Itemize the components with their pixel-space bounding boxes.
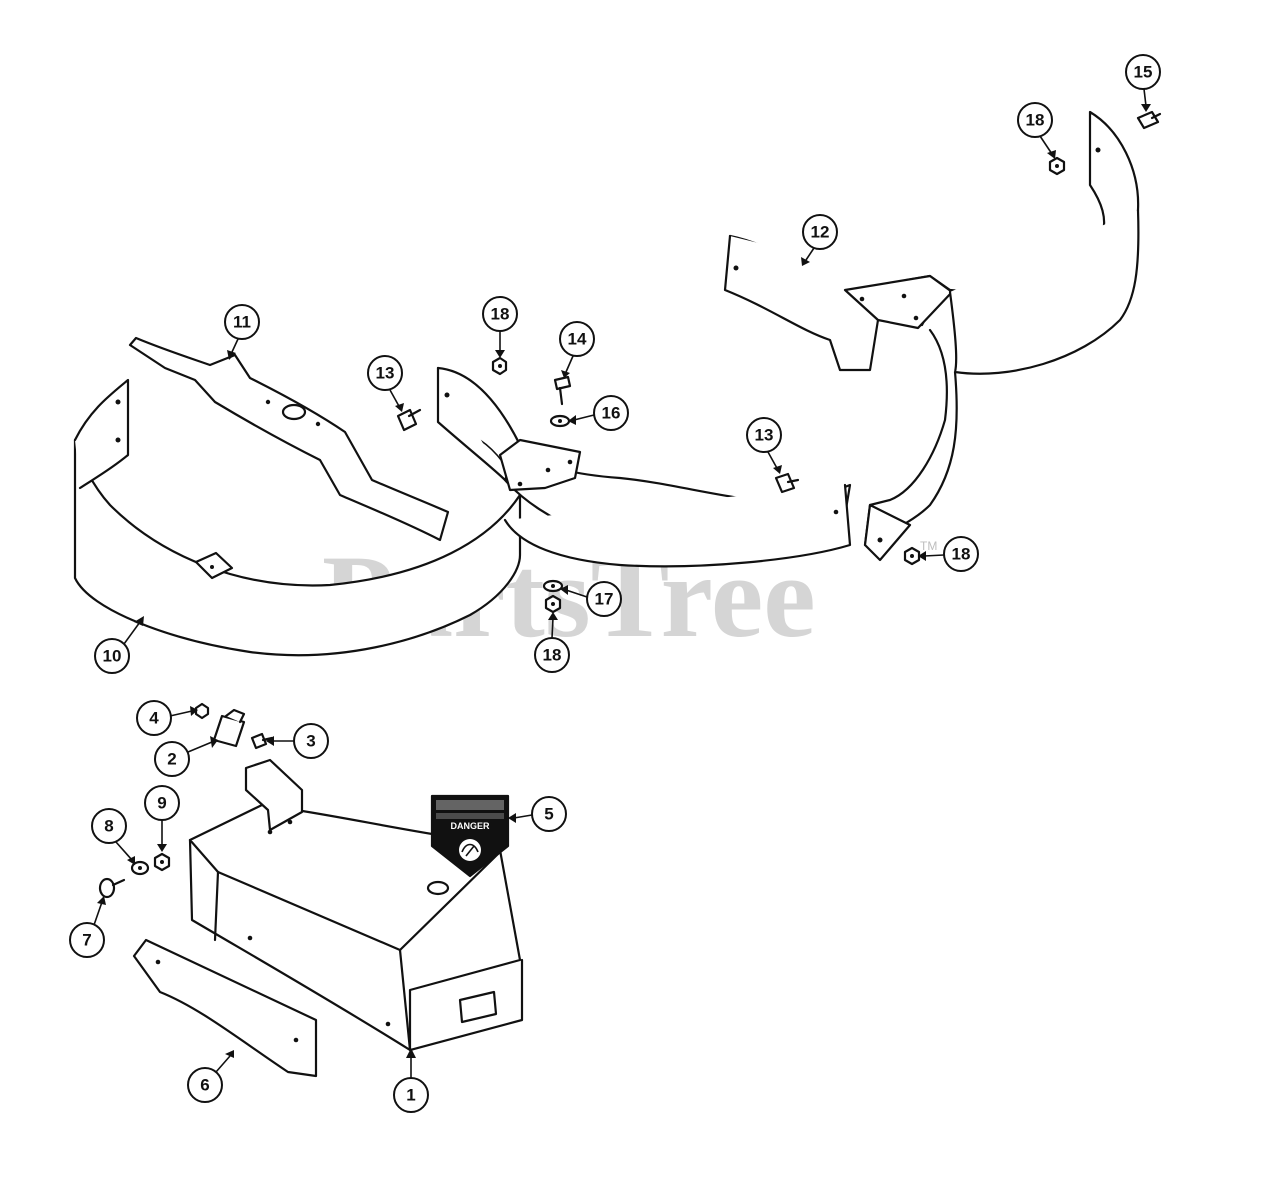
callout-8[interactable]: 8 — [91, 808, 135, 865]
callout-17[interactable]: 17 — [560, 581, 622, 617]
callout-7[interactable]: 7 — [69, 896, 106, 958]
nut-9[interactable] — [153, 852, 171, 872]
washer-16[interactable] — [549, 414, 571, 428]
callout-5[interactable]: 5 — [508, 796, 567, 832]
part-5-danger-decal[interactable]: DANGER — [430, 794, 510, 878]
callout-18-bottom[interactable]: 18 — [534, 612, 570, 673]
nut-4[interactable] — [194, 702, 210, 720]
svg-text:18: 18 — [491, 305, 510, 324]
callout-1[interactable]: 1 — [393, 1048, 429, 1113]
bolt-13-right[interactable] — [774, 472, 800, 494]
washer-17[interactable] — [542, 579, 564, 593]
nut-18-right[interactable] — [903, 546, 921, 566]
svg-text:16: 16 — [602, 404, 621, 423]
nut-18-top[interactable] — [491, 356, 508, 376]
bracket-2[interactable] — [212, 708, 246, 748]
callout-13-left[interactable]: 13 — [367, 355, 404, 412]
callout-15[interactable]: 15 — [1125, 54, 1161, 112]
svg-text:18: 18 — [543, 646, 562, 665]
bolt-15[interactable] — [1136, 110, 1162, 130]
svg-text:18: 18 — [1026, 111, 1045, 130]
svg-text:14: 14 — [568, 330, 587, 349]
callout-3[interactable]: 3 — [266, 723, 329, 759]
callout-11[interactable]: 11 — [224, 304, 260, 360]
bolt-3[interactable] — [250, 732, 274, 750]
callout-14[interactable]: 14 — [559, 321, 595, 378]
callout-6[interactable]: 6 — [187, 1050, 234, 1103]
bolt-14[interactable] — [553, 375, 572, 406]
part-1-chute-housing[interactable] — [188, 758, 524, 1052]
svg-text:13: 13 — [376, 364, 395, 383]
nut-18-bottom[interactable] — [544, 594, 562, 614]
bolt-7[interactable] — [98, 877, 126, 899]
svg-text:10: 10 — [103, 647, 122, 666]
svg-text:8: 8 — [104, 817, 113, 836]
callout-13-right[interactable]: 13 — [746, 417, 782, 474]
callout-9[interactable]: 9 — [144, 785, 180, 852]
callout-12[interactable]: 12 — [801, 214, 838, 266]
decal-signal-word: DANGER — [450, 821, 490, 831]
callout-16[interactable]: 16 — [568, 395, 629, 431]
svg-text:11: 11 — [233, 313, 251, 332]
svg-text:1: 1 — [406, 1086, 415, 1105]
svg-text:6: 6 — [200, 1076, 209, 1095]
callout-4[interactable]: 4 — [136, 700, 198, 736]
svg-text:18: 18 — [952, 545, 971, 564]
callouts: 1 2 3 4 5 — [69, 54, 1161, 1113]
svg-text:15: 15 — [1134, 63, 1153, 82]
part-12-right-baffle[interactable] — [723, 110, 1140, 562]
svg-text:5: 5 — [544, 805, 553, 824]
washer-8[interactable] — [130, 860, 150, 876]
svg-text:12: 12 — [811, 223, 830, 242]
part-11-blade[interactable] — [128, 336, 450, 542]
svg-text:17: 17 — [595, 590, 614, 609]
svg-text:13: 13 — [755, 426, 774, 445]
part-6-side-plate[interactable] — [132, 938, 318, 1078]
part-10-left-baffle[interactable] — [73, 378, 522, 657]
nut-18-top-right[interactable] — [1048, 156, 1066, 176]
svg-text:2: 2 — [167, 750, 176, 769]
svg-text:4: 4 — [149, 709, 159, 728]
middle-baffle[interactable] — [436, 366, 852, 568]
callout-18-top[interactable]: 18 — [482, 296, 518, 358]
svg-text:7: 7 — [82, 931, 91, 950]
svg-text:3: 3 — [306, 732, 315, 751]
bolt-13-left[interactable] — [396, 408, 422, 432]
hardware — [98, 110, 1162, 899]
callout-18-right[interactable]: 18 — [918, 536, 979, 572]
callout-18-top-right[interactable]: 18 — [1017, 102, 1056, 159]
watermark-trademark: TM — [920, 539, 937, 553]
svg-text:9: 9 — [157, 794, 166, 813]
callout-10[interactable]: 10 — [94, 616, 144, 674]
callout-2[interactable]: 2 — [154, 736, 218, 777]
